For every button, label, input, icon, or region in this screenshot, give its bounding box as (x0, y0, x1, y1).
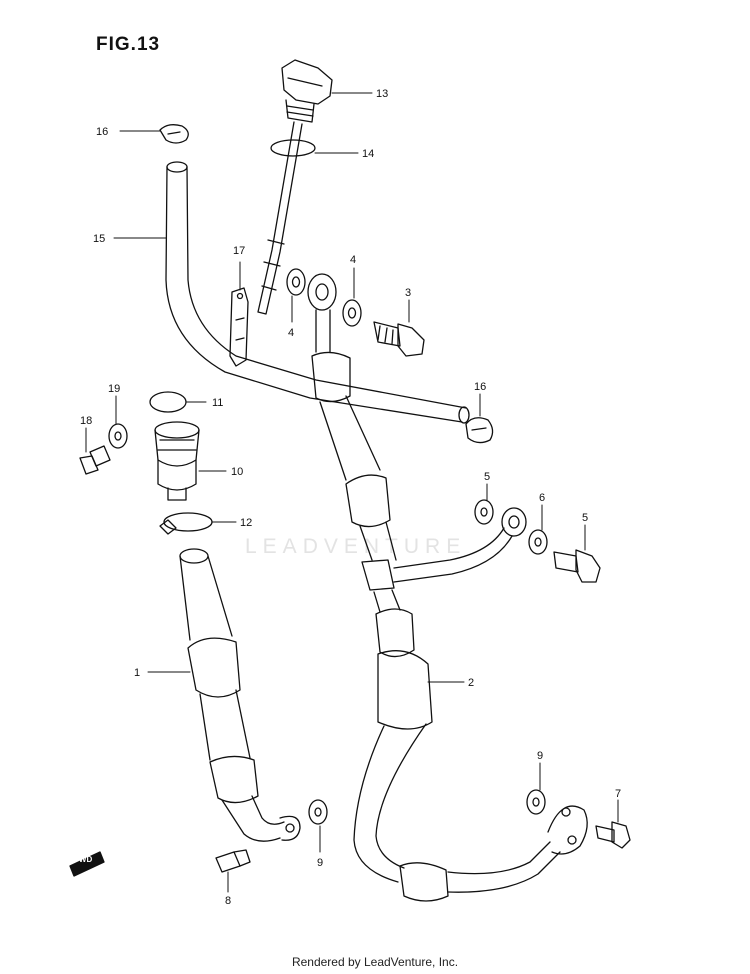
union-bolt-5 (553, 549, 601, 583)
clamp-12 (159, 512, 213, 535)
callout-1: 1 (134, 667, 140, 679)
callout-11: 11 (212, 397, 223, 409)
callout-5-right: 5 (582, 512, 588, 524)
washer-9-left (308, 799, 328, 825)
callout-14: 14 (362, 148, 374, 160)
callout-3: 3 (405, 287, 411, 299)
callout-7: 7 (615, 788, 621, 800)
callout-6: 6 (539, 492, 545, 504)
figure-title: FIG.13 (96, 34, 161, 55)
hose-clip-16-right (465, 417, 494, 444)
washer-19 (108, 423, 128, 449)
callout-16-top: 16 (96, 126, 108, 138)
oil-pipe-branch (393, 507, 527, 583)
oil-filler-cap (281, 59, 333, 123)
callout-9-right: 9 (537, 750, 543, 762)
oil-hose-2 (307, 273, 588, 902)
callout-8: 8 (225, 895, 231, 907)
breather-hose-15 (165, 161, 470, 424)
callout-9-left: 9 (317, 857, 323, 869)
bolt-8 (215, 849, 251, 873)
callout-4-left: 4 (288, 327, 294, 339)
union-bolt-3 (373, 321, 425, 357)
dipstick (257, 121, 303, 315)
callout-10: 10 (231, 466, 243, 478)
washer-4-left (286, 268, 306, 296)
bolt-7 (595, 821, 631, 849)
callout-15: 15 (93, 233, 105, 245)
callout-13: 13 (376, 88, 388, 100)
washer-4-right (342, 299, 362, 327)
callout-5-left: 5 (484, 471, 490, 483)
washer-9-right (526, 789, 546, 815)
callout-17: 17 (233, 245, 245, 257)
oil-hose-1 (179, 548, 301, 842)
o-ring-11 (149, 391, 187, 413)
footer-credit: Rendered by LeadVenture, Inc. (291, 955, 459, 969)
o-ring-14 (270, 139, 316, 157)
callout-12: 12 (240, 517, 252, 529)
hose-clip-16-top (159, 124, 189, 144)
fwd-label: FWD (74, 855, 93, 864)
callout-4-right: 4 (350, 254, 356, 266)
washer-5 (474, 499, 494, 525)
washer-6 (528, 529, 548, 555)
callout-2: 2 (468, 677, 474, 689)
bracket-17 (229, 287, 249, 367)
callout-18: 18 (80, 415, 92, 427)
callout-16-right: 16 (474, 381, 486, 393)
oil-strainer-10 (154, 421, 200, 501)
drain-plug-18 (79, 445, 111, 475)
callout-19: 19 (108, 383, 120, 395)
leader-lines (85, 92, 619, 893)
watermark: LEADVENTURE (245, 535, 467, 558)
fwd-arrow-icon (69, 851, 105, 877)
